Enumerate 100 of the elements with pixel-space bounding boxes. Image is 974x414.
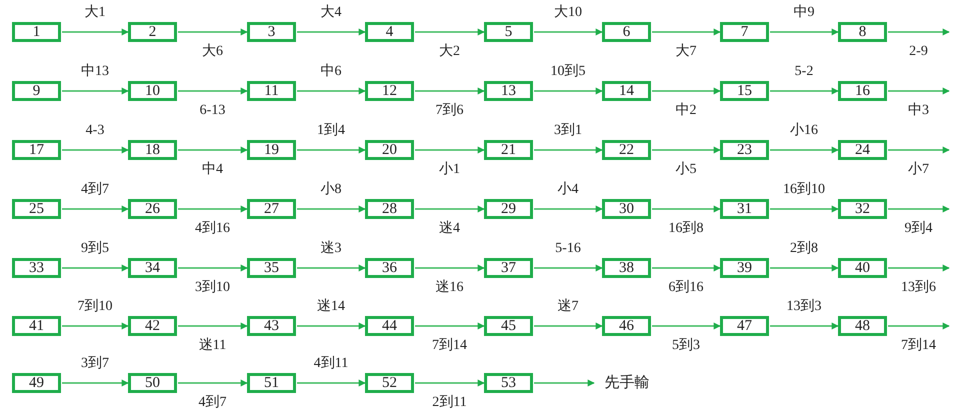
edge-label: 中2: [676, 104, 696, 118]
arrow: [415, 206, 485, 212]
edge-label: 7到14: [432, 339, 467, 353]
process-box: 4: [365, 22, 414, 42]
arrow: [178, 28, 248, 36]
process-box: 9: [12, 81, 61, 101]
process-box: 53: [484, 373, 533, 393]
edge-label: 2到11: [432, 396, 467, 410]
edge-label: 4到11: [314, 357, 348, 371]
arrow: [652, 28, 721, 36]
edge-label: 小16: [790, 124, 818, 138]
process-box: 48: [838, 316, 887, 336]
process-box: 10: [128, 81, 177, 101]
arrow: [62, 146, 129, 154]
arrow: [62, 322, 129, 330]
arrow: [770, 264, 839, 272]
process-box: 5: [484, 22, 533, 42]
process-box: 3: [247, 22, 296, 42]
arrow: [770, 28, 839, 36]
process-box: 11: [247, 81, 296, 101]
arrow: [178, 206, 248, 212]
arrow: [415, 146, 485, 154]
process-box: 45: [484, 316, 533, 336]
edge-label: 4到16: [195, 222, 230, 236]
arrow: [652, 88, 721, 94]
arrow: [534, 88, 603, 94]
edge-label: 迷16: [436, 281, 464, 295]
edge-label: 3到7: [81, 357, 109, 371]
edge-label: 迷4: [439, 222, 460, 236]
process-box: 44: [365, 316, 414, 336]
edge-label: 迷14: [317, 300, 345, 314]
process-box: 18: [128, 140, 177, 160]
process-box: 20: [365, 140, 414, 160]
arrow: [534, 206, 603, 212]
edge-label: 2到8: [790, 242, 818, 256]
edge-label: 中6: [320, 65, 342, 79]
edge-label: 5到3: [672, 339, 700, 353]
edge-label: 16到8: [668, 222, 704, 236]
process-box: 40: [838, 258, 887, 278]
arrow: [297, 264, 366, 272]
process-box: 35: [247, 258, 296, 278]
edge-label: 9到5: [81, 242, 109, 256]
process-box: 30: [602, 199, 651, 219]
arrow: [178, 146, 248, 154]
arrow: [415, 264, 485, 272]
process-box: 17: [12, 140, 61, 160]
edge-label: 13到3: [786, 300, 822, 314]
edge-label: 2-9: [909, 45, 928, 59]
edge-label: 大1: [84, 6, 106, 20]
process-box: 22: [602, 140, 651, 160]
edge-label: 1到4: [317, 124, 345, 138]
arrow: [62, 264, 129, 272]
process-box: 7: [720, 22, 769, 42]
edge-label: 大2: [439, 45, 460, 59]
edge-label: 3到1: [554, 124, 582, 138]
process-box: 49: [12, 373, 61, 393]
arrow: [534, 28, 603, 36]
arrow: [534, 264, 603, 272]
arrow: [770, 88, 839, 94]
process-box: 24: [838, 140, 887, 160]
arrow: [297, 380, 366, 386]
edge-label: 小1: [439, 163, 460, 177]
process-box: 38: [602, 258, 651, 278]
edge-label: 7到10: [78, 300, 112, 314]
process-box: 26: [128, 199, 177, 219]
arrow: [652, 146, 721, 154]
process-box: 8: [838, 22, 887, 42]
edge-label: 9到4: [904, 222, 932, 236]
process-box: 29: [484, 199, 533, 219]
edge-label: 13到6: [901, 281, 936, 295]
process-box: 36: [365, 258, 414, 278]
process-box: 21: [484, 140, 533, 160]
process-box: 41: [12, 316, 61, 336]
arrow: [62, 28, 129, 36]
edge-label: 中4: [202, 163, 223, 177]
edge-label: 4到7: [198, 396, 226, 410]
arrow: [888, 146, 950, 154]
process-box: 12: [365, 81, 414, 101]
process-box: 43: [247, 316, 296, 336]
edge-label: 6-13: [200, 104, 226, 118]
edge-label: 大6: [202, 45, 223, 59]
process-box: 16: [838, 81, 887, 101]
arrow: [178, 322, 248, 330]
arrow: [888, 28, 950, 36]
arrow: [297, 206, 366, 212]
edge-label: 小4: [558, 183, 578, 197]
edge-label: 迷7: [558, 300, 578, 314]
process-box: 27: [247, 199, 296, 219]
outcome-text: 先手輸: [594, 373, 660, 393]
arrow: [297, 88, 366, 94]
edge-label: 中3: [908, 104, 929, 118]
arrow: [178, 380, 248, 386]
edge-label: 大4: [320, 6, 342, 20]
process-box: 6: [602, 22, 651, 42]
edge-label: 4到7: [81, 183, 109, 197]
arrow: [770, 206, 839, 212]
process-box: 25: [12, 199, 61, 219]
edge-label: 迷11: [198, 339, 226, 353]
edge-label: 小5: [676, 163, 696, 177]
edge-label: 大7: [676, 45, 696, 59]
